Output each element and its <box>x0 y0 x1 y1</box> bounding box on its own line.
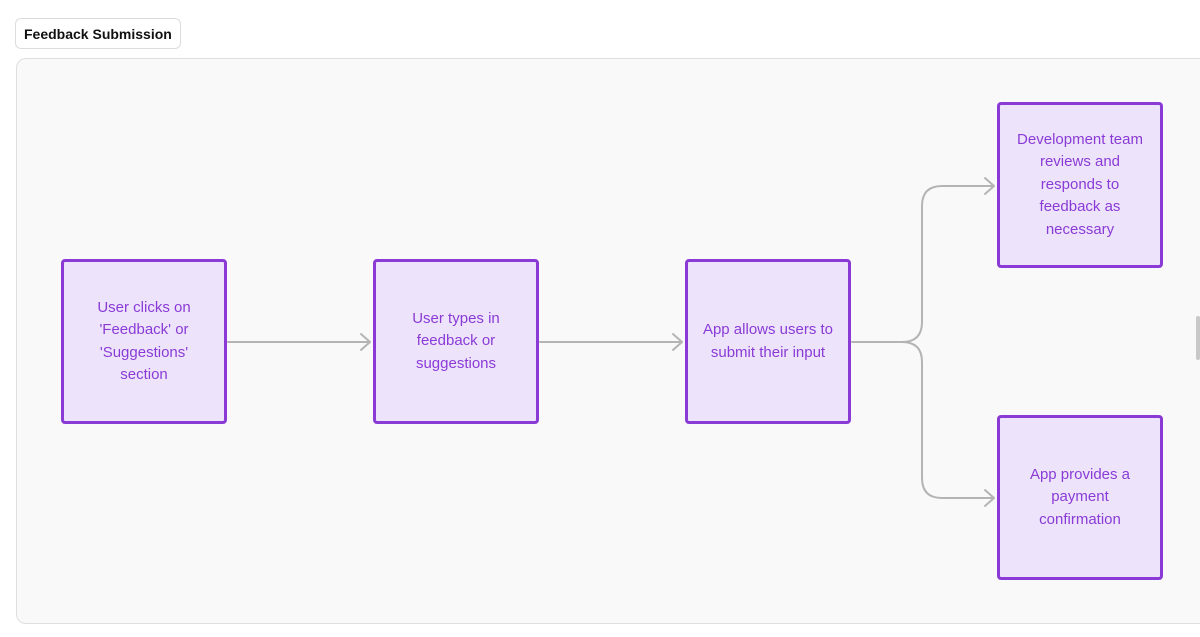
node-label: Development team reviews and responds to… <box>1017 130 1143 238</box>
node-user-clicks-feedback[interactable]: User clicks on 'Feedback' or 'Suggestion… <box>61 259 227 424</box>
node-dev-team-reviews[interactable]: Development team reviews and responds to… <box>997 102 1163 268</box>
node-app-payment-confirmation[interactable]: App provides a payment confirmation <box>997 415 1163 580</box>
node-app-allows-submit[interactable]: App allows users to submit their input <box>685 259 851 424</box>
node-label: App provides a payment confirmation <box>1029 465 1131 528</box>
diagram-title: Feedback Submission <box>24 25 172 42</box>
node-label: App allows users to submit their input <box>702 321 834 361</box>
canvas-resize-handle[interactable] <box>1196 316 1200 360</box>
node-label: User types in feedback or suggestions <box>412 309 500 372</box>
diagram-title-tab[interactable]: Feedback Submission <box>15 18 181 49</box>
node-label: User clicks on 'Feedback' or 'Suggestion… <box>97 298 191 384</box>
node-user-types-feedback[interactable]: User types in feedback or suggestions <box>373 259 539 424</box>
